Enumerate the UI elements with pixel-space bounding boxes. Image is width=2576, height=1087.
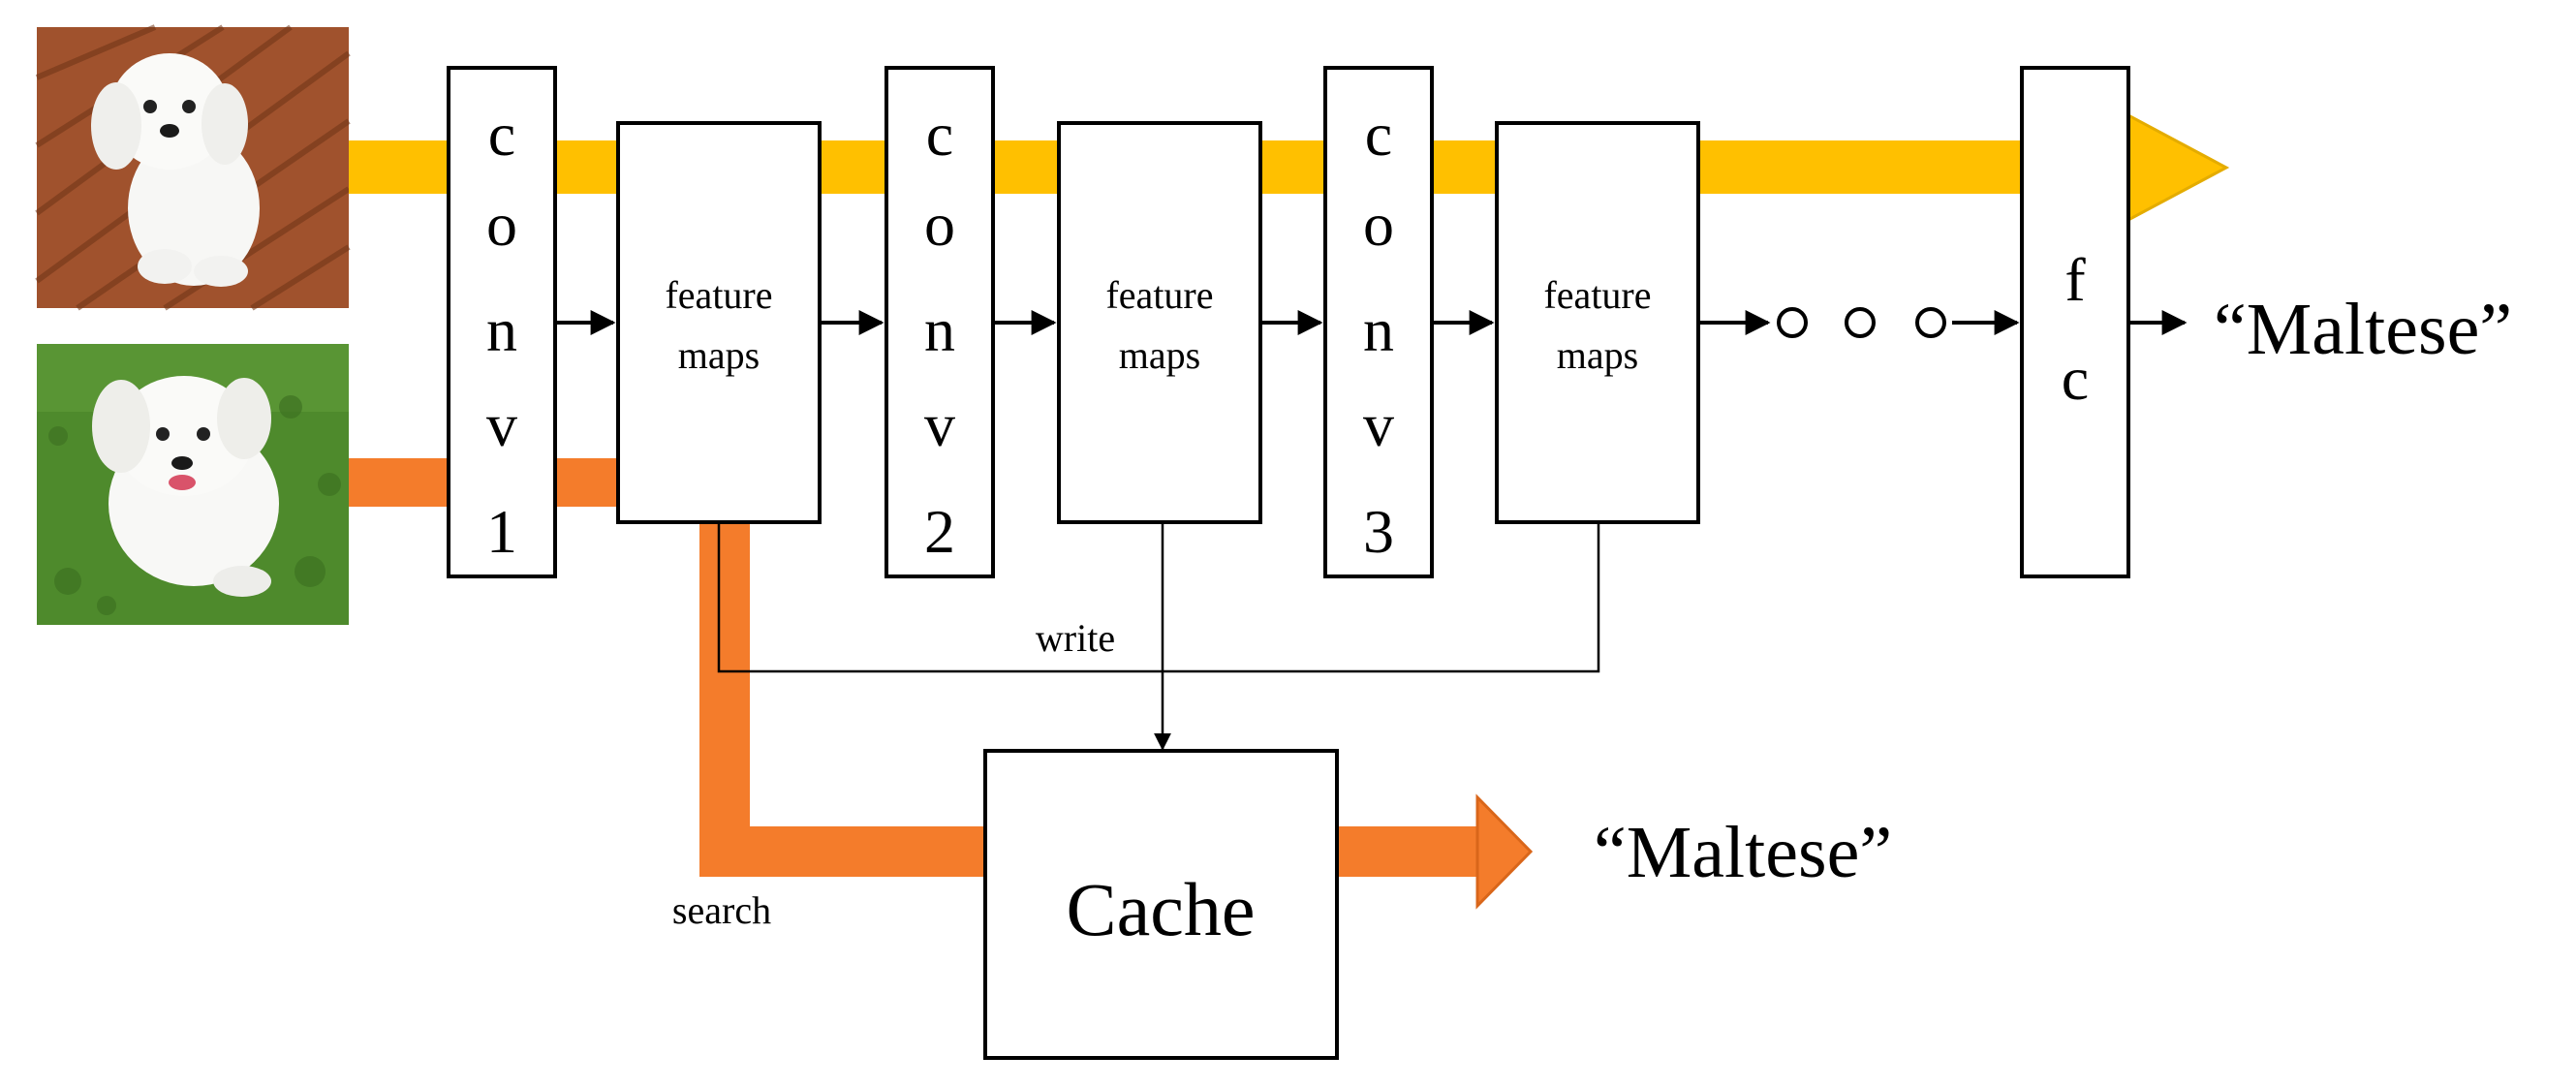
conv2-layer: c o n v 2 [885,66,995,578]
ellipsis-icon [1777,307,1946,338]
conv2-letter: v [924,390,955,459]
conv1-letter: 1 [486,497,517,566]
fc-letter: f [2064,245,2086,314]
feature-maps-2: feature maps [1057,121,1262,524]
dog-photo-grass [37,344,349,625]
feature-maps-1-line2: maps [678,333,760,377]
write-label: write [1036,616,1115,660]
cache-label: Cache [1067,867,1256,951]
conv1-letter: o [486,190,517,259]
feature-maps-2-line2: maps [1119,333,1200,377]
conv3-letter: n [1363,295,1394,364]
feature-maps-3-line1: feature [1543,273,1651,317]
feature-maps-3: feature maps [1495,121,1700,524]
conv3-letter: v [1363,390,1394,459]
conv3-letter: c [1365,100,1392,169]
conv1-letter: c [488,100,515,169]
feature-maps-3-line2: maps [1557,333,1638,377]
conv2-letter: n [924,295,955,364]
output-main-label: “Maltese” [2214,289,2512,370]
conv3-letter: o [1363,190,1394,259]
fc-letter: c [2062,344,2089,413]
conv3-layer: c o n v 3 [1323,66,1434,578]
feature-maps-2-line1: feature [1105,273,1213,317]
search-label: search [672,888,771,932]
conv3-letter: 3 [1363,497,1394,566]
cache-box: Cache [983,749,1339,1060]
conv1-letter: v [486,390,517,459]
conv2-letter: o [924,190,955,259]
conv2-letter: c [926,100,953,169]
feature-maps-1: feature maps [616,121,822,524]
dog-photo-deck [35,24,351,311]
write-connectors [717,523,1600,751]
conv1-layer: c o n v 1 [447,66,557,578]
conv1-letter: n [486,295,517,364]
fc-layer: f c [2020,66,2130,578]
output-cache-label: “Maltese” [1594,812,1892,893]
conv2-letter: 2 [924,497,955,566]
feature-maps-1-line1: feature [665,273,772,317]
